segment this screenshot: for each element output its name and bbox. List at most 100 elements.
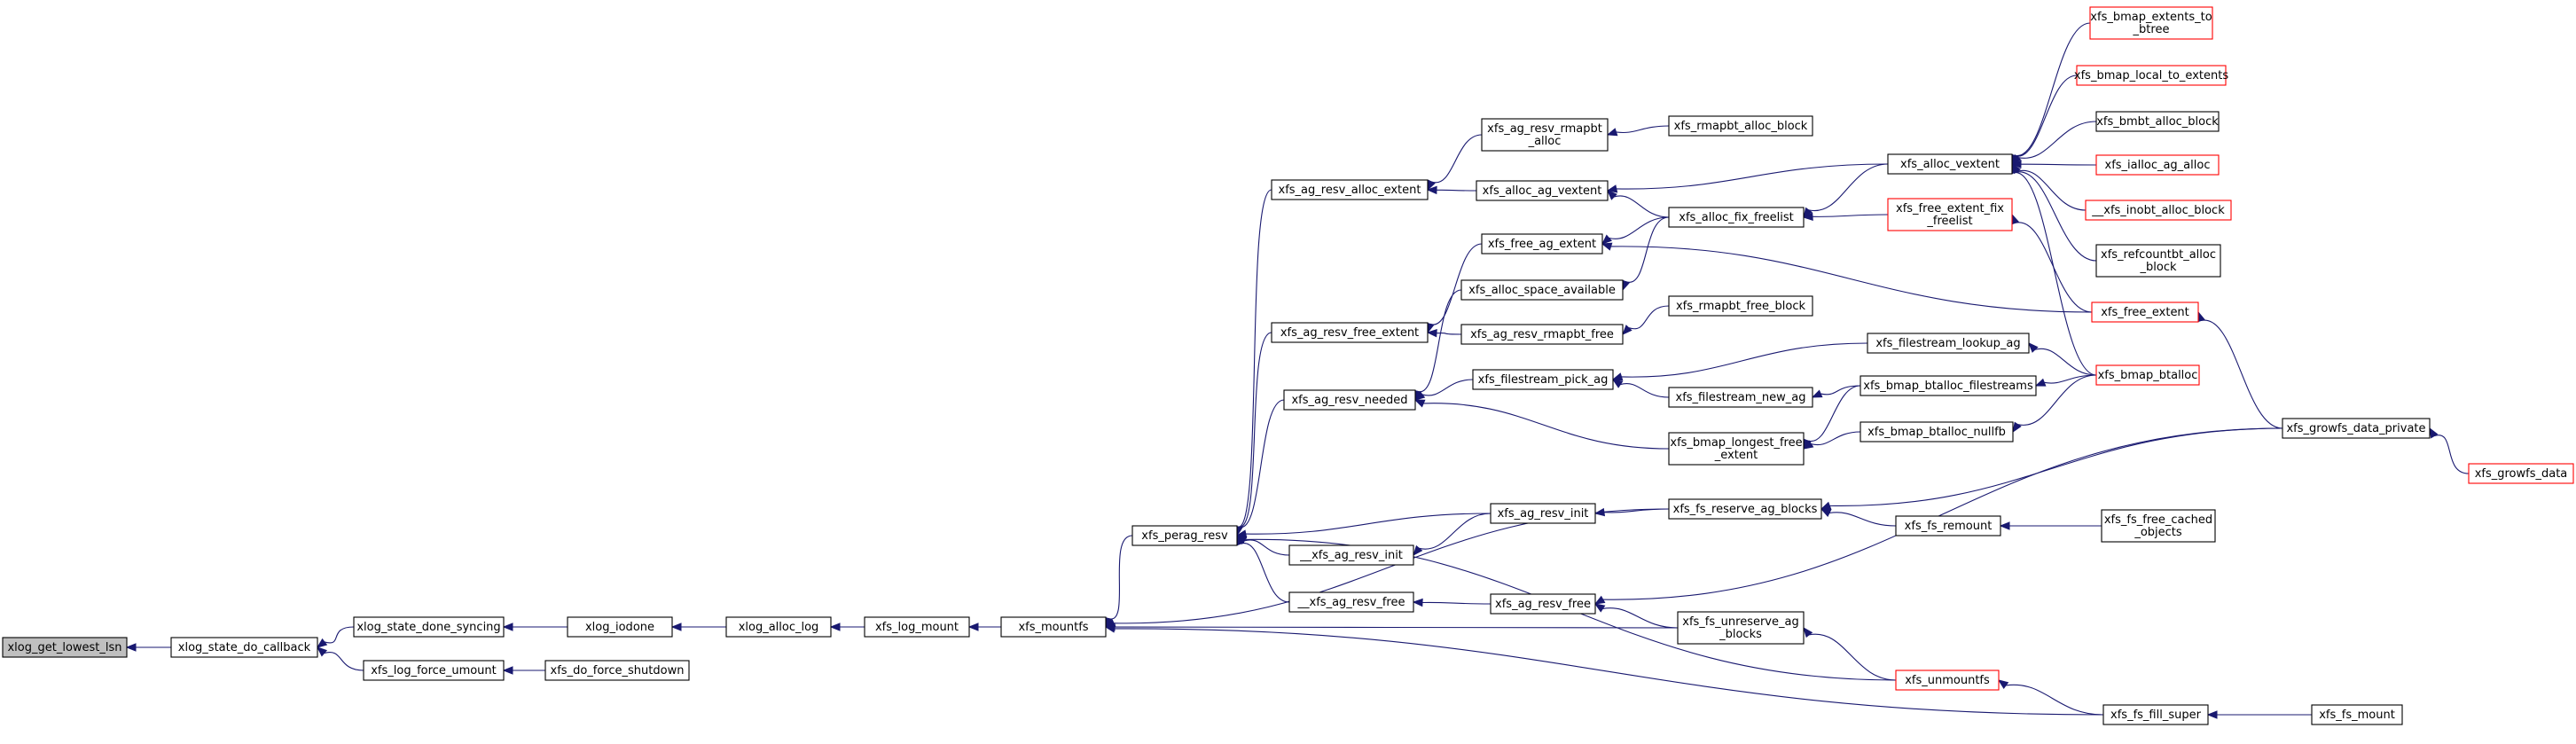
node-label: _objects xyxy=(2134,526,2182,539)
node-xfs-fs-mount[interactable]: xfs_fs_mount xyxy=(2311,704,2403,725)
node-label: xfs_bmap_longest_free xyxy=(1670,436,1802,450)
node-xfs-do-force-shutdown[interactable]: xfs_do_force_shutdown xyxy=(544,660,690,681)
node-xfs-alloc-vextent[interactable]: xfs_alloc_vextent xyxy=(1887,153,2013,175)
node-xfs-unmountfs[interactable]: xfs_unmountfs xyxy=(1895,670,2000,691)
node-box xyxy=(1481,233,1603,255)
node-xfs-ag-resv-rmapbt-alloc[interactable]: xfs_ag_resv_rmapbt_alloc xyxy=(1481,118,1609,152)
node-xfs-filestream-new-ag[interactable]: xfs_filestream_new_ag xyxy=(1668,387,1813,408)
node-box xyxy=(2095,244,2221,278)
node-label: __xfs_ag_resv_init xyxy=(1299,549,1403,562)
edge-n28-to-n13 xyxy=(1413,399,1670,450)
edge-n16-to-n11 xyxy=(1427,134,1483,192)
node-box xyxy=(1867,333,2030,354)
edge-n24-to-n16 xyxy=(1606,125,1670,137)
edge-n44-to-n32 xyxy=(2011,213,2093,313)
node-xfs-ag-resv-free[interactable]: xfs_ag_resv_free xyxy=(1490,593,1596,615)
node-xfs-bmap-btalloc-nullfb[interactable]: xfs_bmap_btalloc_nullfb xyxy=(1860,421,2014,442)
node-xfs-fs-free-cached-objects[interactable]: xfs_fs_free_cached_objects xyxy=(2101,509,2216,543)
node-xfs-bmap-btalloc-filestreams[interactable]: xfs_bmap_btalloc_filestreams xyxy=(1860,375,2037,396)
node-label: xfs_mountfs xyxy=(1018,621,1088,634)
node-xfs-bmap-local-to-extents[interactable]: xfs_bmap_local_to_extents xyxy=(2074,65,2228,86)
node-xfs-log-force-umount[interactable]: xfs_log_force_umount xyxy=(363,660,505,681)
node-xfs-alloc-ag-vextent[interactable]: xfs_alloc_ag_vextent xyxy=(1476,180,1609,201)
node-xfs-perag-resv[interactable]: xfs_perag_resv xyxy=(1131,525,1238,546)
node-xfs-ialloc-ag-alloc[interactable]: xfs_ialloc_ag_alloc xyxy=(2095,154,2220,176)
node-box xyxy=(1460,279,1624,301)
node-xfs-fs-fill-super[interactable]: xfs_fs_fill_super xyxy=(2102,704,2209,725)
edge-n08-to-n07 xyxy=(829,623,865,631)
node-xfs-free-ag-extent[interactable]: xfs_free_ag_extent xyxy=(1481,233,1603,255)
node-box xyxy=(567,616,673,638)
node-xfs-fs-remount[interactable]: xfs_fs_remount xyxy=(1895,515,2001,536)
node-xfs-rmapbt-alloc-block[interactable]: xfs_rmapbt_alloc_block xyxy=(1668,115,1813,137)
node-xfs-filestream-pick-ag[interactable]: xfs_filestream_pick_ag xyxy=(1472,369,1614,390)
node-xfs-alloc-fix-freelist[interactable]: xfs_alloc_fix_freelist xyxy=(1668,207,1805,228)
edge-n43-to-n31 xyxy=(2011,162,2097,262)
node-label: xfs_bmbt_alloc_block xyxy=(2096,115,2219,129)
node-box xyxy=(1860,375,2037,396)
node-label: xlog_state_done_syncing xyxy=(356,621,500,634)
node-xfs-bmbt-alloc-block[interactable]: xfs_bmbt_alloc_block xyxy=(2095,111,2220,132)
node-xfs-ag-resv-free[interactable]: __xfs_ag_resv_free xyxy=(1288,591,1414,613)
node-xfs-fs-unreserve-ag-blocks[interactable]: xfs_fs_unreserve_ag_blocks xyxy=(1677,611,1805,645)
node-xfs-filestream-lookup-ag[interactable]: xfs_filestream_lookup_ag xyxy=(1867,333,2030,354)
node-xfs-fs-reserve-ag-blocks[interactable]: xfs_fs_reserve_ag_blocks xyxy=(1668,498,1822,520)
edge-n48-to-n29 xyxy=(1820,427,2283,510)
node-box xyxy=(1895,670,2000,691)
node-xfs-mountfs[interactable]: xfs_mountfs xyxy=(1000,616,1107,638)
node-label: xfs_refcountbt_alloc xyxy=(2101,248,2216,262)
node-box xyxy=(1668,432,1805,466)
node-xfs-ag-resv-needed[interactable]: xfs_ag_resv_needed xyxy=(1283,389,1416,411)
node-label: xfs_ag_resv_free xyxy=(1495,598,1591,611)
edge-n38-to-n31 xyxy=(2009,22,2091,166)
node-xfs-bmap-extents-to-btree[interactable]: xfs_bmap_extents_to_btree xyxy=(2089,6,2213,40)
node-xfs-free-extent[interactable]: xfs_free_extent xyxy=(2091,302,2199,323)
node-box xyxy=(1271,179,1429,200)
node-xfs-growfs-data-private[interactable]: xfs_growfs_data_private xyxy=(2282,418,2431,439)
node-label: xfs_alloc_fix_freelist xyxy=(1679,211,1793,224)
node-label: __xfs_inobt_alloc_block xyxy=(2091,204,2225,217)
node-xfs-bmap-btalloc[interactable]: xfs_bmap_btalloc xyxy=(2095,364,2200,386)
node-xfs-ag-resv-rmapbt-free[interactable]: xfs_ag_resv_rmapbt_free xyxy=(1460,324,1624,345)
node-xfs-ag-resv-free-extent[interactable]: xfs_ag_resv_free_extent xyxy=(1271,322,1429,343)
node-xlog-state-done-syncing[interactable]: xlog_state_done_syncing xyxy=(353,616,505,638)
node-box xyxy=(170,637,318,658)
node-label: xfs_fs_reserve_ag_blocks xyxy=(1673,503,1818,516)
node-xfs-log-mount[interactable]: xfs_log_mount xyxy=(864,616,970,638)
node-xlog-state-do-callback[interactable]: xlog_state_do_callback xyxy=(170,637,318,658)
node-label: xfs_fs_free_cached xyxy=(2104,513,2212,527)
node-box xyxy=(1668,387,1813,408)
edge-n23-to-n15 xyxy=(1412,598,1492,607)
edge-n41-to-n31 xyxy=(2010,160,2097,168)
node-label: xfs_filestream_lookup_ag xyxy=(1875,337,2020,350)
node-box xyxy=(2282,418,2431,439)
node-xlog-iodone[interactable]: xlog_iodone xyxy=(567,616,673,638)
node-box xyxy=(363,660,505,681)
node-xfs-alloc-space-available[interactable]: xfs_alloc_space_available xyxy=(1460,279,1624,301)
node-xfs-ag-resv-alloc-extent[interactable]: xfs_ag_resv_alloc_extent xyxy=(1271,179,1429,200)
node-box xyxy=(1476,180,1609,201)
node-box xyxy=(1481,118,1609,152)
node-label: xfs_free_ag_extent xyxy=(1488,238,1596,251)
node-box xyxy=(1860,421,2014,442)
edge-n25-to-n18 xyxy=(1601,216,1670,245)
edge-n17-to-n11 xyxy=(1426,185,1477,195)
node-xfs-growfs-data[interactable]: xfs_growfs_data xyxy=(2468,463,2574,484)
node-xfs-free-extent-fix-freelist[interactable]: xfs_free_extent_fix_freelist xyxy=(1887,198,2013,231)
node-label: xfs_ag_resv_init xyxy=(1498,507,1589,521)
node-label: xfs_bmap_btalloc xyxy=(2098,369,2198,382)
node-xfs-bmap-longest-free-extent[interactable]: xfs_bmap_longest_free_extent xyxy=(1668,432,1805,466)
node-label: _alloc xyxy=(1528,135,1562,148)
node-xfs-rmapbt-free-block[interactable]: xfs_rmapbt_free_block xyxy=(1668,295,1813,317)
node-xfs-ag-resv-init[interactable]: xfs_ag_resv_init xyxy=(1490,503,1596,524)
edge-n21-to-n13 xyxy=(1413,379,1474,401)
node-label: xfs_ag_resv_rmapbt_free xyxy=(1470,328,1614,341)
node-xfs-inobt-alloc-block[interactable]: __xfs_inobt_alloc_block xyxy=(2085,200,2232,221)
node-label: xlog_state_do_callback xyxy=(178,641,311,654)
node-xlog-alloc-log[interactable]: xlog_alloc_log xyxy=(725,616,832,638)
edge-n31-to-n17 xyxy=(1606,163,1889,193)
edge-n44-to-n18 xyxy=(1601,242,2093,313)
node-xfs-ag-resv-init[interactable]: __xfs_ag_resv_init xyxy=(1288,544,1414,566)
node-xfs-refcountbt-alloc-block[interactable]: xfs_refcountbt_alloc_block xyxy=(2095,244,2221,278)
